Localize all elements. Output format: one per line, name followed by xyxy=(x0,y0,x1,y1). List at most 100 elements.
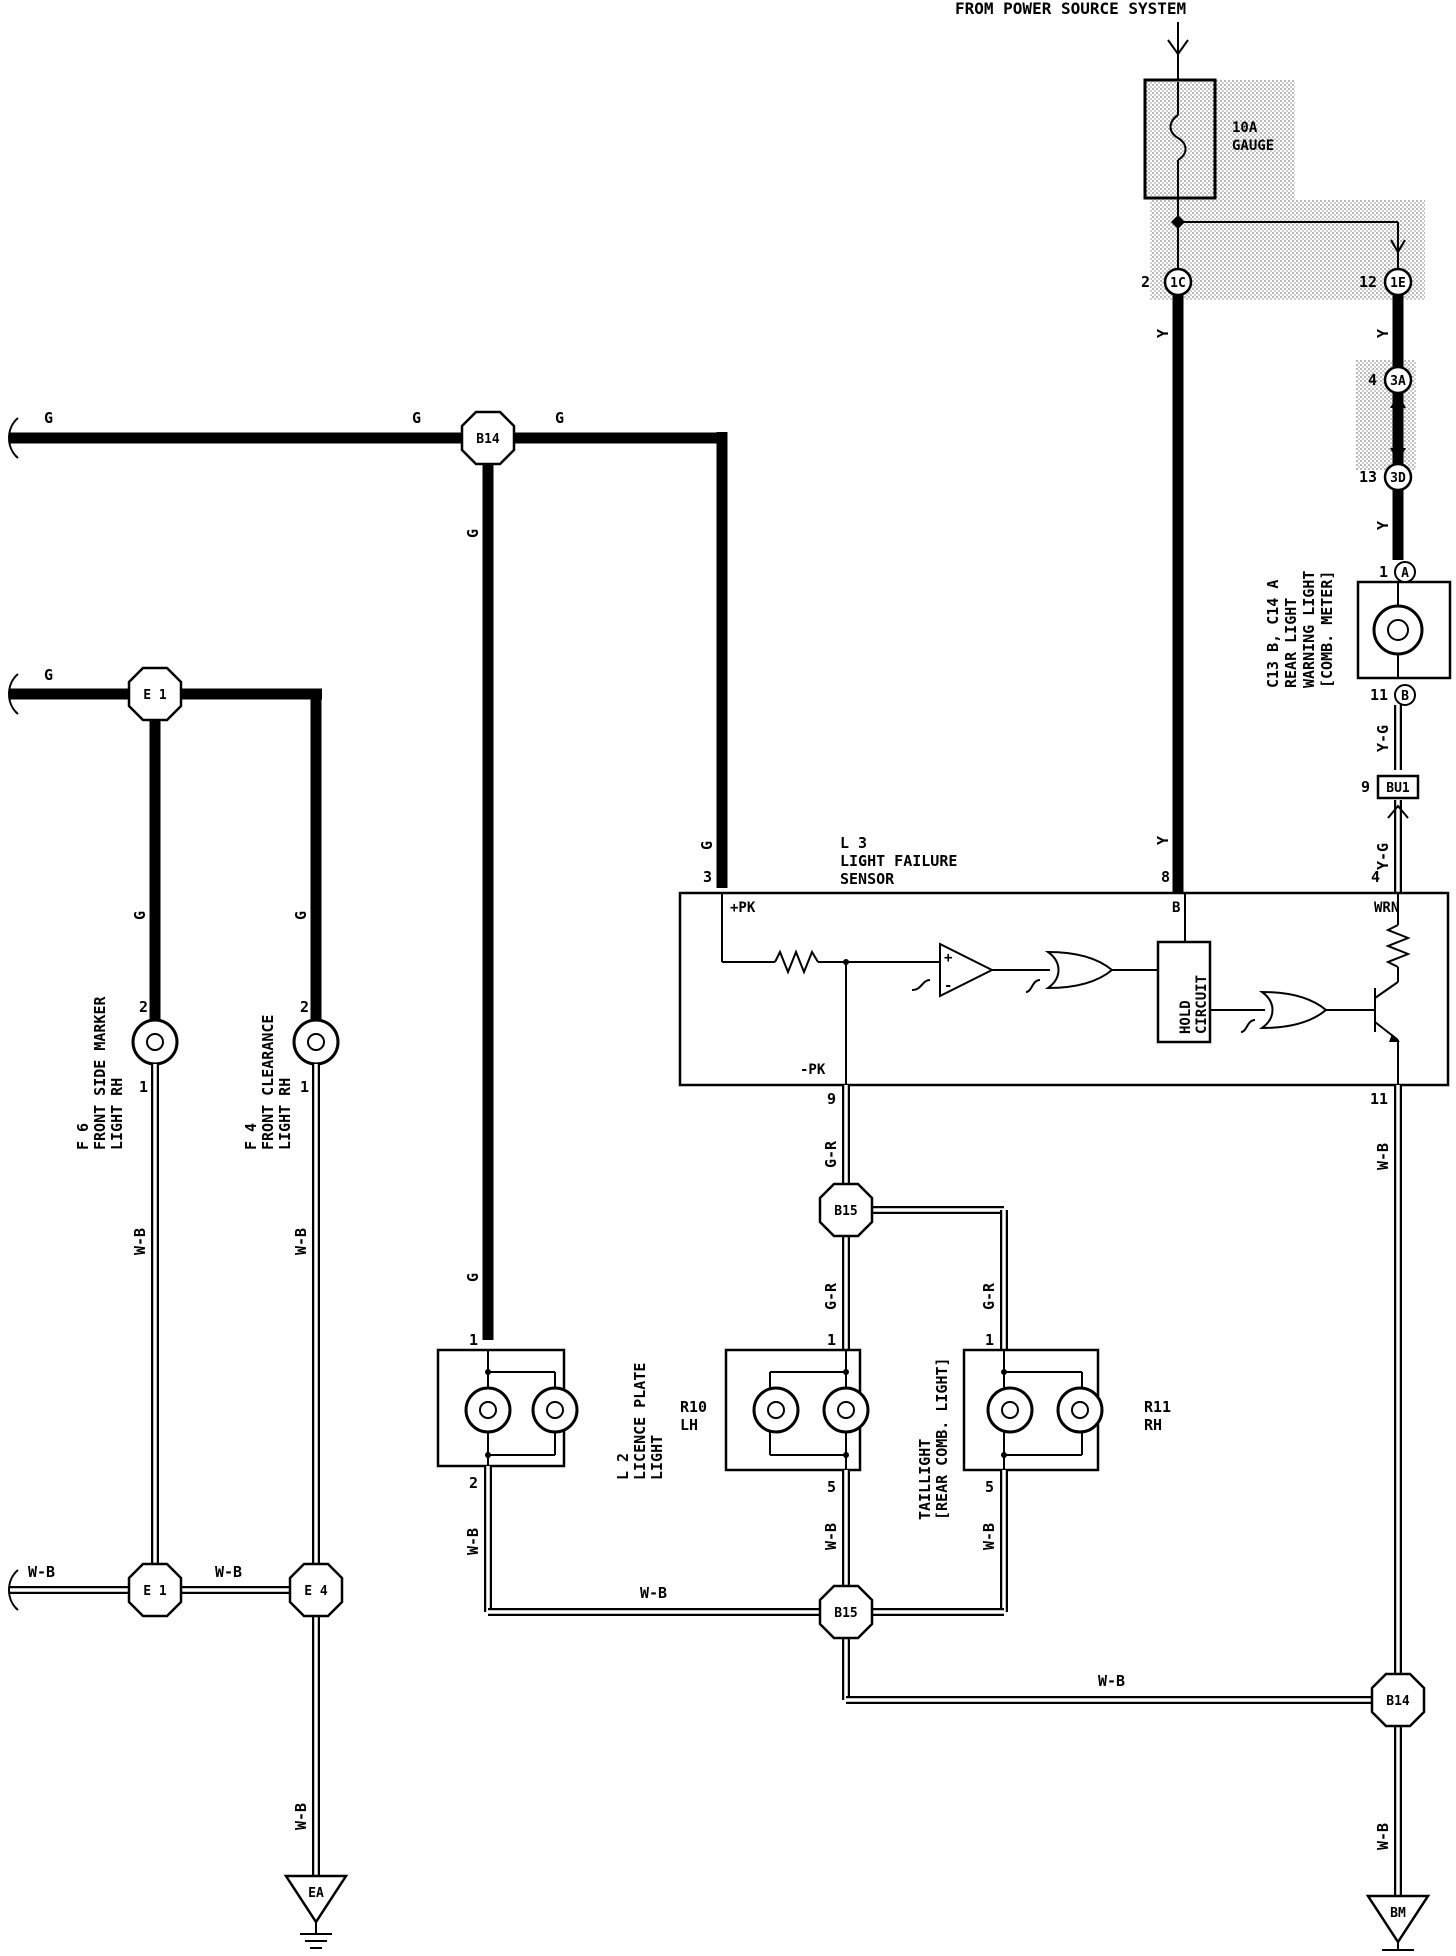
sensor-id: L 3 xyxy=(840,834,867,852)
meter-pin-b: B xyxy=(1394,684,1416,706)
ground-bm: BM xyxy=(1365,1894,1431,1951)
r10-pin-5: 5 xyxy=(827,1478,836,1496)
fuse-output-wires xyxy=(1171,198,1406,272)
meter-pin-a-number: 1 xyxy=(1379,563,1388,581)
wire-label-yg-2: Y-G xyxy=(1374,843,1392,870)
svg-text:LIGHT RH: LIGHT RH xyxy=(108,1078,126,1150)
l2-pin-1: 1 xyxy=(469,1331,478,1349)
wire-label-wb-11: W-B xyxy=(1374,1143,1392,1170)
wire-label-wb-5: W-B xyxy=(292,1803,310,1830)
svg-text:A: A xyxy=(1401,566,1409,581)
wire-label-g-4: G xyxy=(44,666,53,684)
wire-label-g-3: G xyxy=(555,409,564,427)
meter-label: C13 B, C14 A REAR LIGHT WARNING LIGHT [C… xyxy=(1264,571,1336,688)
meter-pin-a: A xyxy=(1394,561,1416,583)
svg-text:EA: EA xyxy=(308,1886,324,1901)
svg-text:LICENCE PLATE: LICENCE PLATE xyxy=(631,1363,649,1480)
wire-label-y-3: Y xyxy=(1374,521,1392,530)
fuse-10a-gauge xyxy=(1143,78,1217,200)
wire-label-y-1: Y xyxy=(1154,329,1172,338)
f6-pin-1: 1 xyxy=(139,1078,148,1096)
pin-wrn-number: 4 xyxy=(1371,868,1380,886)
wire-label-wb-3: W-B xyxy=(28,1563,55,1581)
junction-e1-bottom: E 1 xyxy=(127,1562,183,1618)
pin-3a-number: 4 xyxy=(1368,371,1377,389)
svg-text:B15: B15 xyxy=(834,1606,857,1621)
wire-label-wb-12: W-B xyxy=(1374,1823,1392,1850)
wire-label-wb-4: W-B xyxy=(215,1563,242,1581)
svg-text:REAR LIGHT: REAR LIGHT xyxy=(1282,598,1300,688)
wire-y-meter-chain xyxy=(1390,292,1406,560)
pin-1c-number: 2 xyxy=(1141,273,1150,291)
f4-pin-1: 1 xyxy=(300,1078,309,1096)
wire-label-wb-10: W-B xyxy=(1098,1672,1125,1690)
sensor-pin-3-number: 3 xyxy=(703,868,712,886)
wire-y-g-warning xyxy=(1387,705,1409,893)
wire-label-g-1: G xyxy=(44,409,53,427)
sensor-pin-11-number: 11 xyxy=(1370,1090,1388,1108)
pin-bu1-number: 9 xyxy=(1361,778,1370,796)
wire-label-yg-1: Y-G xyxy=(1374,725,1392,752)
wire-label-gr-2: G-R xyxy=(822,1282,840,1310)
meter-pin-b-number: 11 xyxy=(1370,686,1388,704)
wire-label-y-2: Y xyxy=(1374,329,1392,338)
lamp-f6 xyxy=(131,1018,179,1066)
r11-pin-5: 5 xyxy=(985,1478,994,1496)
svg-text:F 4: F 4 xyxy=(242,1123,260,1150)
f4-label: F 4 FRONT CLEARANCE LIGHT RH xyxy=(242,1015,294,1150)
fuse-rating: 10A xyxy=(1232,120,1258,136)
wire-wb-rear xyxy=(484,1085,1402,1895)
svg-text:-: - xyxy=(944,978,952,994)
wire-label-wb-2: W-B xyxy=(292,1228,310,1255)
wire-label-g-5: G xyxy=(464,529,482,538)
wire-label-g-2: G xyxy=(412,409,421,427)
svg-text:B15: B15 xyxy=(834,1204,857,1219)
wire-g-main xyxy=(8,417,728,1340)
connector-3a: 3A xyxy=(1383,365,1413,395)
sensor-name-1: LIGHT FAILURE xyxy=(840,852,957,870)
wire-label-wb-1: W-B xyxy=(131,1228,149,1255)
sensor-pin-b: B xyxy=(1172,900,1180,916)
svg-text:C13 B, C14 A: C13 B, C14 A xyxy=(1264,580,1282,688)
ground-ea: EA xyxy=(283,1874,349,1949)
svg-text:LIGHT: LIGHT xyxy=(648,1435,666,1480)
lamp-f4 xyxy=(292,1018,340,1066)
sensor-pin-9-number: 9 xyxy=(827,1090,836,1108)
connector-1c: 1C xyxy=(1163,267,1193,297)
svg-text:3A: 3A xyxy=(1390,374,1406,389)
wire-label-y-4: Y xyxy=(1154,836,1172,845)
r10-pin-1: 1 xyxy=(827,1331,836,1349)
pin-3d-number: 13 xyxy=(1359,468,1377,486)
svg-text:1E: 1E xyxy=(1390,276,1406,291)
l2-label: L 2 LICENCE PLATE LIGHT xyxy=(614,1363,666,1480)
light-failure-sensor: + - xyxy=(678,891,1450,1087)
wire-label-gr-3: G-R xyxy=(980,1282,998,1310)
svg-text:B: B xyxy=(1401,689,1409,704)
svg-text:E 1: E 1 xyxy=(143,1584,167,1599)
wire-label-wb-9: W-B xyxy=(640,1584,667,1602)
junction-b14-bottom: B14 xyxy=(1370,1672,1426,1728)
sensor-pin-8-number: 8 xyxy=(1161,868,1170,886)
svg-text:B14: B14 xyxy=(476,432,500,447)
svg-text:CIRCUIT: CIRCUIT xyxy=(1194,975,1210,1034)
svg-text:1C: 1C xyxy=(1170,276,1186,291)
connector-1e: 1E xyxy=(1383,267,1413,297)
f6-pin-2: 2 xyxy=(139,998,148,1016)
rear-light-warning-lamp xyxy=(1356,580,1452,680)
shaded-regions xyxy=(1150,80,1425,470)
r11-side: RH xyxy=(1144,1416,1162,1434)
svg-text:[REAR COMB. LIGHT]: [REAR COMB. LIGHT] xyxy=(933,1357,951,1520)
wire-label-wb-7: W-B xyxy=(822,1523,840,1550)
pin-1e-number: 12 xyxy=(1359,273,1377,291)
junction-e4: E 4 xyxy=(288,1562,344,1618)
svg-text:LIGHT RH: LIGHT RH xyxy=(276,1078,294,1150)
wire-label-wb-6: W-B xyxy=(464,1528,482,1555)
svg-text:E 4: E 4 xyxy=(304,1584,328,1599)
sensor-pin-minus-pk: -PK xyxy=(800,1062,826,1078)
taillight-r11 xyxy=(962,1348,1104,1472)
hold-circuit-label: HOLD CIRCUIT xyxy=(1178,975,1210,1034)
wire-label-g-7: G xyxy=(698,841,716,850)
r11-pin-1: 1 xyxy=(985,1331,994,1349)
wire-label-wb-8: W-B xyxy=(980,1523,998,1550)
